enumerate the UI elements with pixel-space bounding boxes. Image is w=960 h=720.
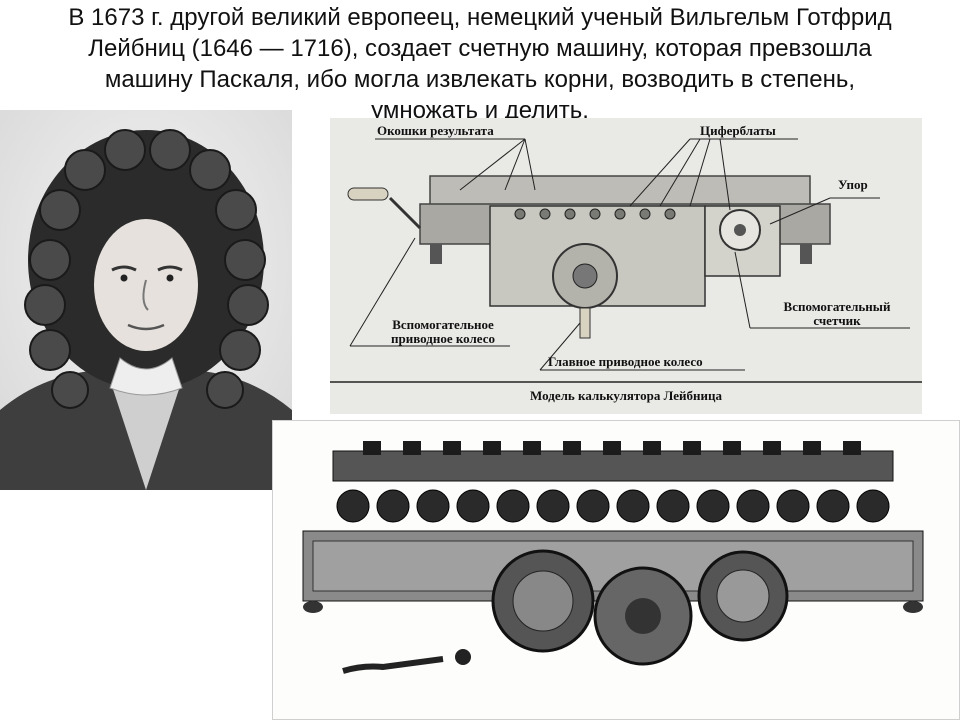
title-line-3: машину Паскаля, ибо могла извлекать корн… <box>104 66 856 93</box>
leibniz-portrait <box>0 110 292 490</box>
title-line-1: В 1673 г. другой великий европеец, немец… <box>68 4 892 31</box>
diagram-caption: Модель калькулятора Лейбница <box>530 388 722 403</box>
label-aux-counter-line1: Вспомогательный <box>783 299 891 314</box>
label-result-windows: Окошки результата <box>377 123 494 138</box>
slide-title: В 1673 г. другой великий европеец, немец… <box>40 2 920 126</box>
title-line-2: Лейбниц (1646 — 1716), создает счетную м… <box>88 35 872 62</box>
label-main-drive-wheel: Главное приводное колесо <box>548 354 703 369</box>
label-aux-counter-line2: счетчик <box>813 313 861 328</box>
label-dials: Циферблаты <box>700 123 776 138</box>
calculator-diagram: Окошки результата Циферблаты Упор Вспомо… <box>330 118 922 414</box>
label-aux-drive-wheel-line2: приводное колесо <box>391 331 495 346</box>
label-aux-drive-wheel: Вспомогательное приводное колесо <box>368 318 518 346</box>
calculator-photo <box>272 420 960 720</box>
label-stop: Упор <box>838 177 868 192</box>
label-aux-counter: Вспомогательный счетчик <box>762 300 912 328</box>
label-aux-drive-wheel-line1: Вспомогательное <box>392 317 494 332</box>
